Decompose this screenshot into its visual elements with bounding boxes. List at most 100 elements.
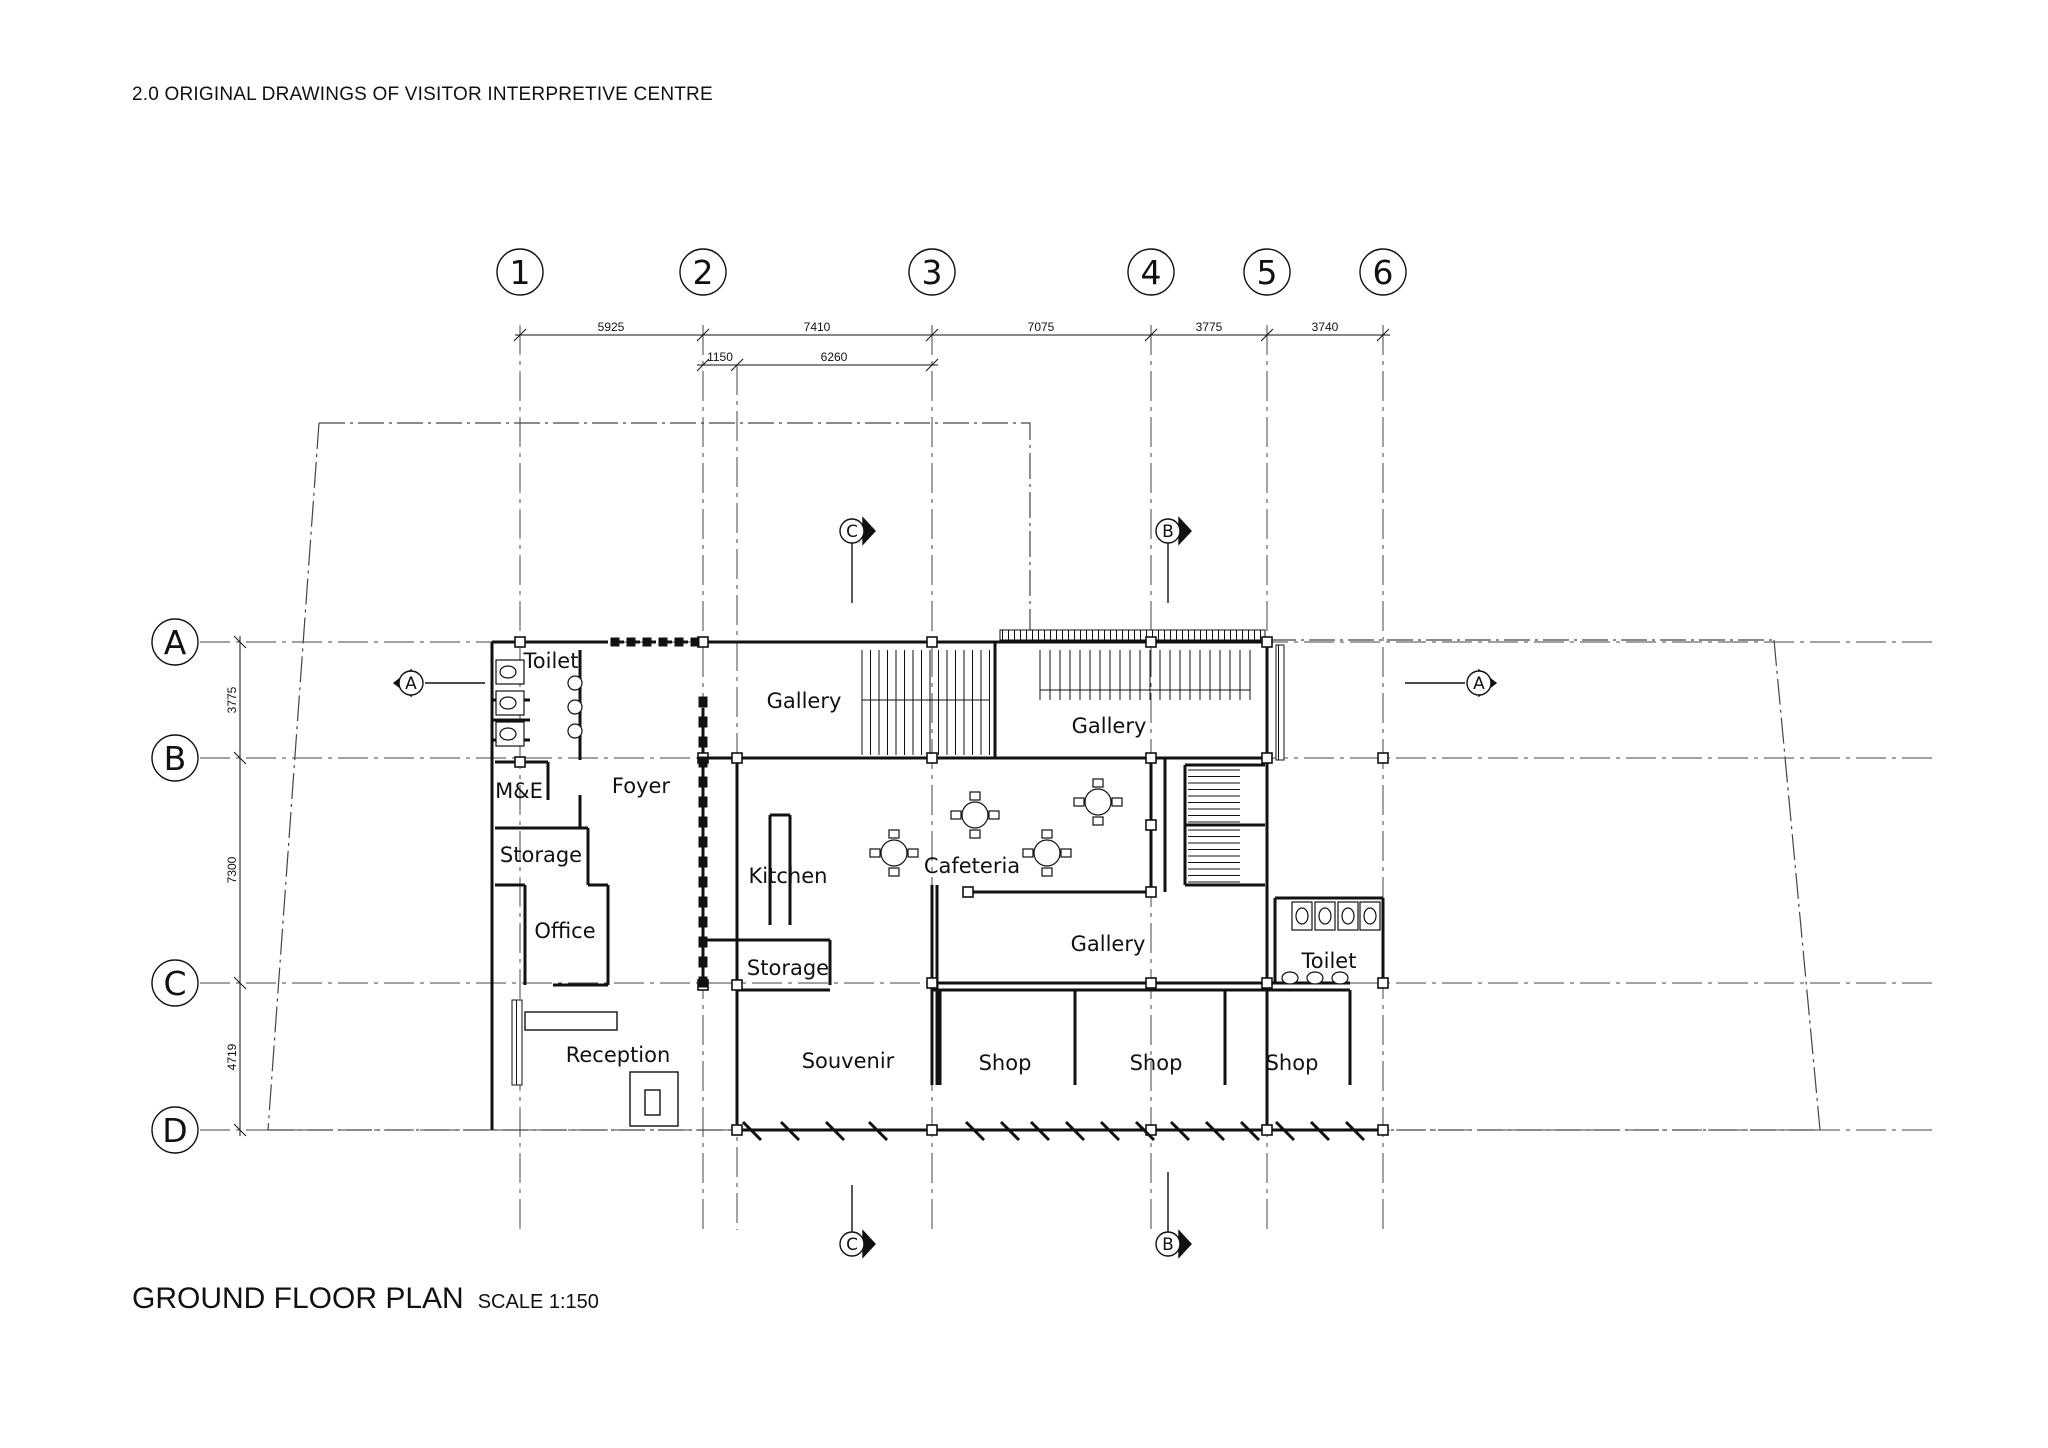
section-marker-A-right	[1405, 668, 1498, 698]
dimension-chain-top	[513, 328, 1390, 372]
dimension-labels-top: 5925 7410 7075 3775 3740 1150 6260	[598, 320, 1339, 364]
room-label-souvenir: Souvenir	[802, 1049, 895, 1073]
louvre	[867, 1120, 889, 1142]
louvre	[1099, 1120, 1121, 1142]
window-mullion	[698, 716, 708, 728]
section-label: B	[1162, 522, 1174, 542]
chair	[1092, 816, 1104, 826]
column	[731, 752, 743, 764]
grid-label: 4	[1141, 253, 1162, 292]
section-label: A	[405, 674, 417, 694]
grid-bubble-C	[151, 959, 199, 1007]
toilet-fixtures	[495, 659, 1381, 985]
grid-bubble-2	[679, 248, 727, 296]
wc	[1318, 907, 1332, 925]
column	[1261, 1124, 1273, 1136]
column	[731, 979, 743, 991]
window-mullion	[698, 776, 708, 788]
window-mullion	[642, 637, 652, 647]
wc	[499, 696, 517, 710]
table	[1033, 839, 1061, 867]
grid-label: 1	[510, 253, 531, 292]
louvre	[1029, 1120, 1051, 1142]
column	[1145, 752, 1157, 764]
grid-bubble-1	[496, 248, 544, 296]
room-label-shop: Shop	[1266, 1051, 1319, 1075]
column	[1261, 752, 1273, 764]
window-mullion	[626, 637, 636, 647]
chair	[888, 829, 900, 839]
chair	[1073, 797, 1085, 807]
stair-arrow	[1040, 670, 1251, 691]
louvre	[1204, 1120, 1226, 1142]
grid-bubble-D	[151, 1106, 199, 1154]
basin	[1281, 971, 1299, 985]
grid-bubble-6	[1359, 248, 1407, 296]
sheet-header: 2.0 ORIGINAL DRAWINGS OF VISITOR INTERPR…	[132, 84, 713, 105]
grid-bubble-5	[1243, 248, 1291, 296]
chair	[907, 848, 919, 858]
window-mullion	[698, 916, 708, 928]
room-labels: Toilet M&E Foyer Storage Office Receptio…	[495, 649, 1356, 1075]
dimension-text: 6260	[821, 350, 848, 364]
table	[1084, 788, 1112, 816]
table	[880, 839, 908, 867]
window-mullion	[698, 696, 708, 708]
louvre	[999, 1120, 1021, 1142]
section-label: C	[846, 522, 858, 542]
dimension-text: 7410	[804, 320, 831, 334]
louvre	[824, 1120, 846, 1142]
louvre	[779, 1120, 801, 1142]
section-label: A	[1473, 674, 1485, 694]
basin	[567, 675, 583, 691]
cafeteria-tables	[869, 778, 1123, 877]
column	[962, 886, 974, 898]
louvre	[1239, 1120, 1261, 1142]
chair	[869, 848, 881, 858]
grid-label: 3	[922, 253, 943, 292]
chair	[969, 829, 981, 839]
column	[1145, 977, 1157, 989]
dimension-text: 7300	[225, 856, 239, 883]
window-mullion	[698, 896, 708, 908]
chair	[1060, 848, 1072, 858]
chair	[1041, 867, 1053, 877]
window-mullion	[698, 936, 708, 948]
basin	[1306, 971, 1324, 985]
table	[961, 801, 989, 829]
dimension-text: 3775	[1196, 320, 1223, 334]
dimension-text: 4719	[225, 1043, 239, 1070]
dimension-text: 3775	[225, 686, 239, 713]
column	[1377, 977, 1389, 989]
wc	[1295, 907, 1309, 925]
column	[926, 752, 938, 764]
window-mullion	[698, 816, 708, 828]
room-label-gallery: Gallery	[767, 689, 842, 713]
stairs	[861, 650, 1251, 883]
column	[926, 1124, 938, 1136]
dimension-chain-left	[233, 635, 247, 1137]
chair	[950, 810, 962, 820]
column	[1377, 752, 1389, 764]
drawing-scale: SCALE 1:150	[477, 1291, 599, 1313]
basin	[567, 723, 583, 739]
window-mullion	[698, 876, 708, 888]
window-mullion	[698, 976, 708, 988]
dimension-text: 7075	[1028, 320, 1055, 334]
section-marker-B-bottom	[1155, 1172, 1192, 1259]
column	[731, 1124, 743, 1136]
chair	[1022, 848, 1034, 858]
section-marker-C-top	[839, 516, 876, 603]
basin	[567, 699, 583, 715]
grid-label: C	[163, 964, 186, 1003]
column	[1377, 1124, 1389, 1136]
louvre	[1169, 1120, 1191, 1142]
room-label-office: Office	[534, 919, 595, 943]
reception-counter	[524, 1011, 679, 1127]
louvre	[1309, 1120, 1331, 1142]
dimension-text: 1150	[707, 350, 733, 364]
room-label-shop: Shop	[979, 1051, 1032, 1075]
grid-bubble-3	[908, 248, 956, 296]
window-mullion	[658, 637, 668, 647]
